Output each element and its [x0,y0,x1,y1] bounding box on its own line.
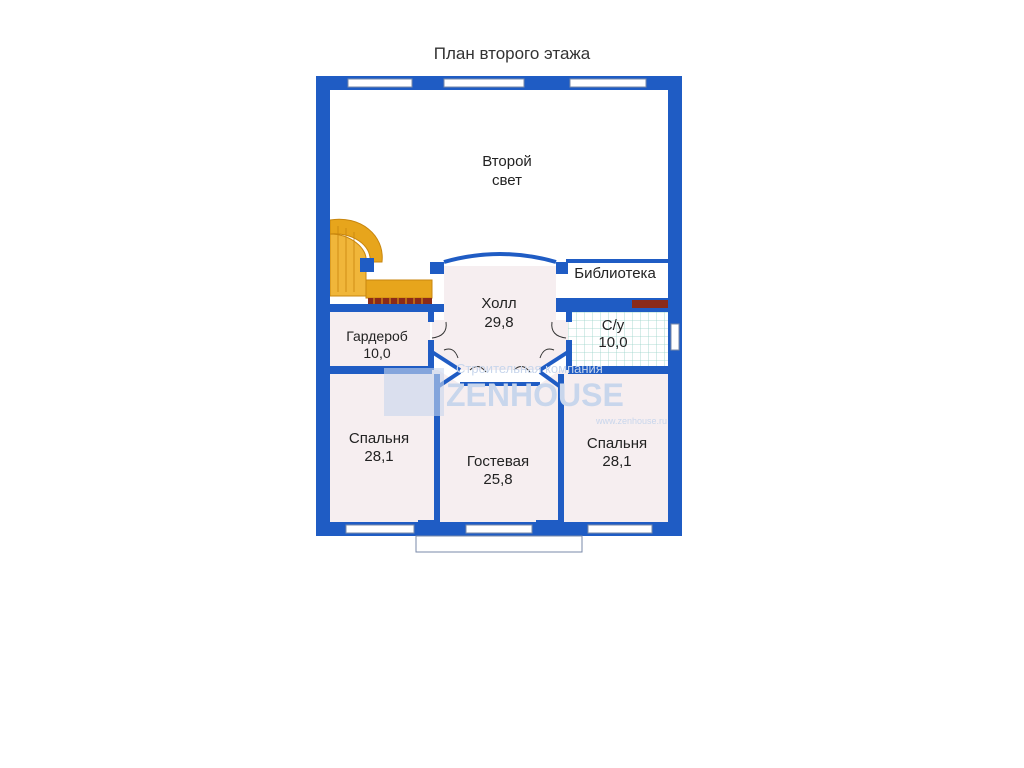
room-hall-name: Холл [481,295,516,312]
room-bedroom-right-name: Спальня [587,435,647,452]
staircase [329,218,433,306]
doors [431,321,567,373]
room-bedroom-right-area: 28,1 [602,453,631,470]
watermark: ZENHOUSE Строительная компания www.zenho… [384,361,667,426]
room-guest-area: 25,8 [483,471,512,488]
plan-title: План второго этажа [433,44,591,63]
zenhouse-logo [384,368,444,416]
room-second-light-line2: свет [492,172,522,189]
radiator [632,300,668,308]
bathroom-tile-floor [568,312,668,370]
room-guest-name: Гостевая [467,453,529,470]
room-bedroom-left-name: Спальня [349,430,409,447]
room-library-name: Библиотека [574,265,656,282]
room-bathroom-name: С/у [602,317,625,334]
room-second-light-line1: Второй [482,153,532,170]
room-bathroom-area: 10,0 [598,334,627,351]
windows [345,78,680,553]
watermark-brand: ZENHOUSE [446,377,624,413]
room-wardrobe-name: Гардероб [346,328,408,344]
room-bedroom-left-area: 28,1 [364,448,393,465]
watermark-tagline: Строительная компания [456,361,603,376]
room-wardrobe-area: 10,0 [363,345,390,361]
room-hall-area: 29,8 [484,314,513,331]
watermark-url: www.zenhouse.ru [595,416,667,426]
room-fills [330,90,668,522]
